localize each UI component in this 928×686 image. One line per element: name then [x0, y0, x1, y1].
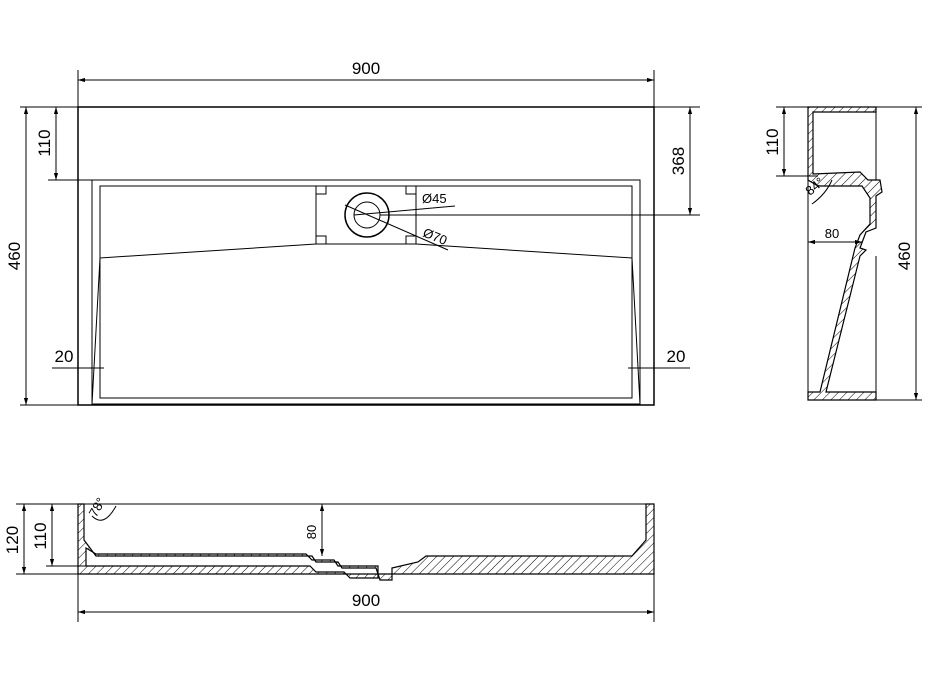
wall-right-label: 20 — [667, 347, 686, 366]
front-view: 120 110 78° 80 900 — [3, 495, 655, 622]
front-depth-label: 80 — [304, 525, 319, 539]
diameter70-leader — [344, 204, 449, 251]
side-section-top — [807, 106, 883, 401]
drain-corner-tr — [405, 185, 417, 195]
basin-edge-left — [91, 257, 101, 405]
width-label-top: 900 — [352, 59, 380, 78]
diameter45-leader — [353, 205, 456, 216]
top-view: Ø45 Ø70 900 460 110 368 20 20 — [5, 59, 700, 406]
drain-corner-tl — [315, 185, 327, 195]
height-label-top: 460 — [5, 242, 24, 270]
front-angle-label: 78° — [86, 495, 109, 520]
front-rim-label: 110 — [31, 522, 50, 549]
basin-slope-left — [99, 186, 317, 259]
front-section — [77, 503, 655, 581]
side-view: 110 84° 80 460 — [763, 106, 922, 401]
front-total-height-label: 120 — [3, 526, 22, 554]
basin-slope-right — [415, 186, 633, 259]
drain-corner-br — [405, 235, 417, 245]
basin-edge-right — [631, 257, 641, 405]
basin-inner-rim — [99, 185, 633, 399]
side-height-label: 460 — [895, 242, 914, 270]
drain-corner-bl — [315, 235, 327, 245]
front-angle-arc — [91, 505, 117, 521]
front-width-label: 900 — [352, 591, 380, 610]
drain-offset-label: 368 — [669, 147, 688, 175]
side-rim-label: 110 — [763, 128, 782, 155]
side-depth-label: 80 — [825, 226, 839, 241]
rim-label-top: 110 — [35, 129, 54, 156]
diameter45-label: Ø45 — [422, 191, 447, 206]
side-angle-arc — [811, 179, 833, 205]
wall-left-label: 20 — [55, 347, 74, 366]
basin-outline-top — [77, 106, 655, 406]
